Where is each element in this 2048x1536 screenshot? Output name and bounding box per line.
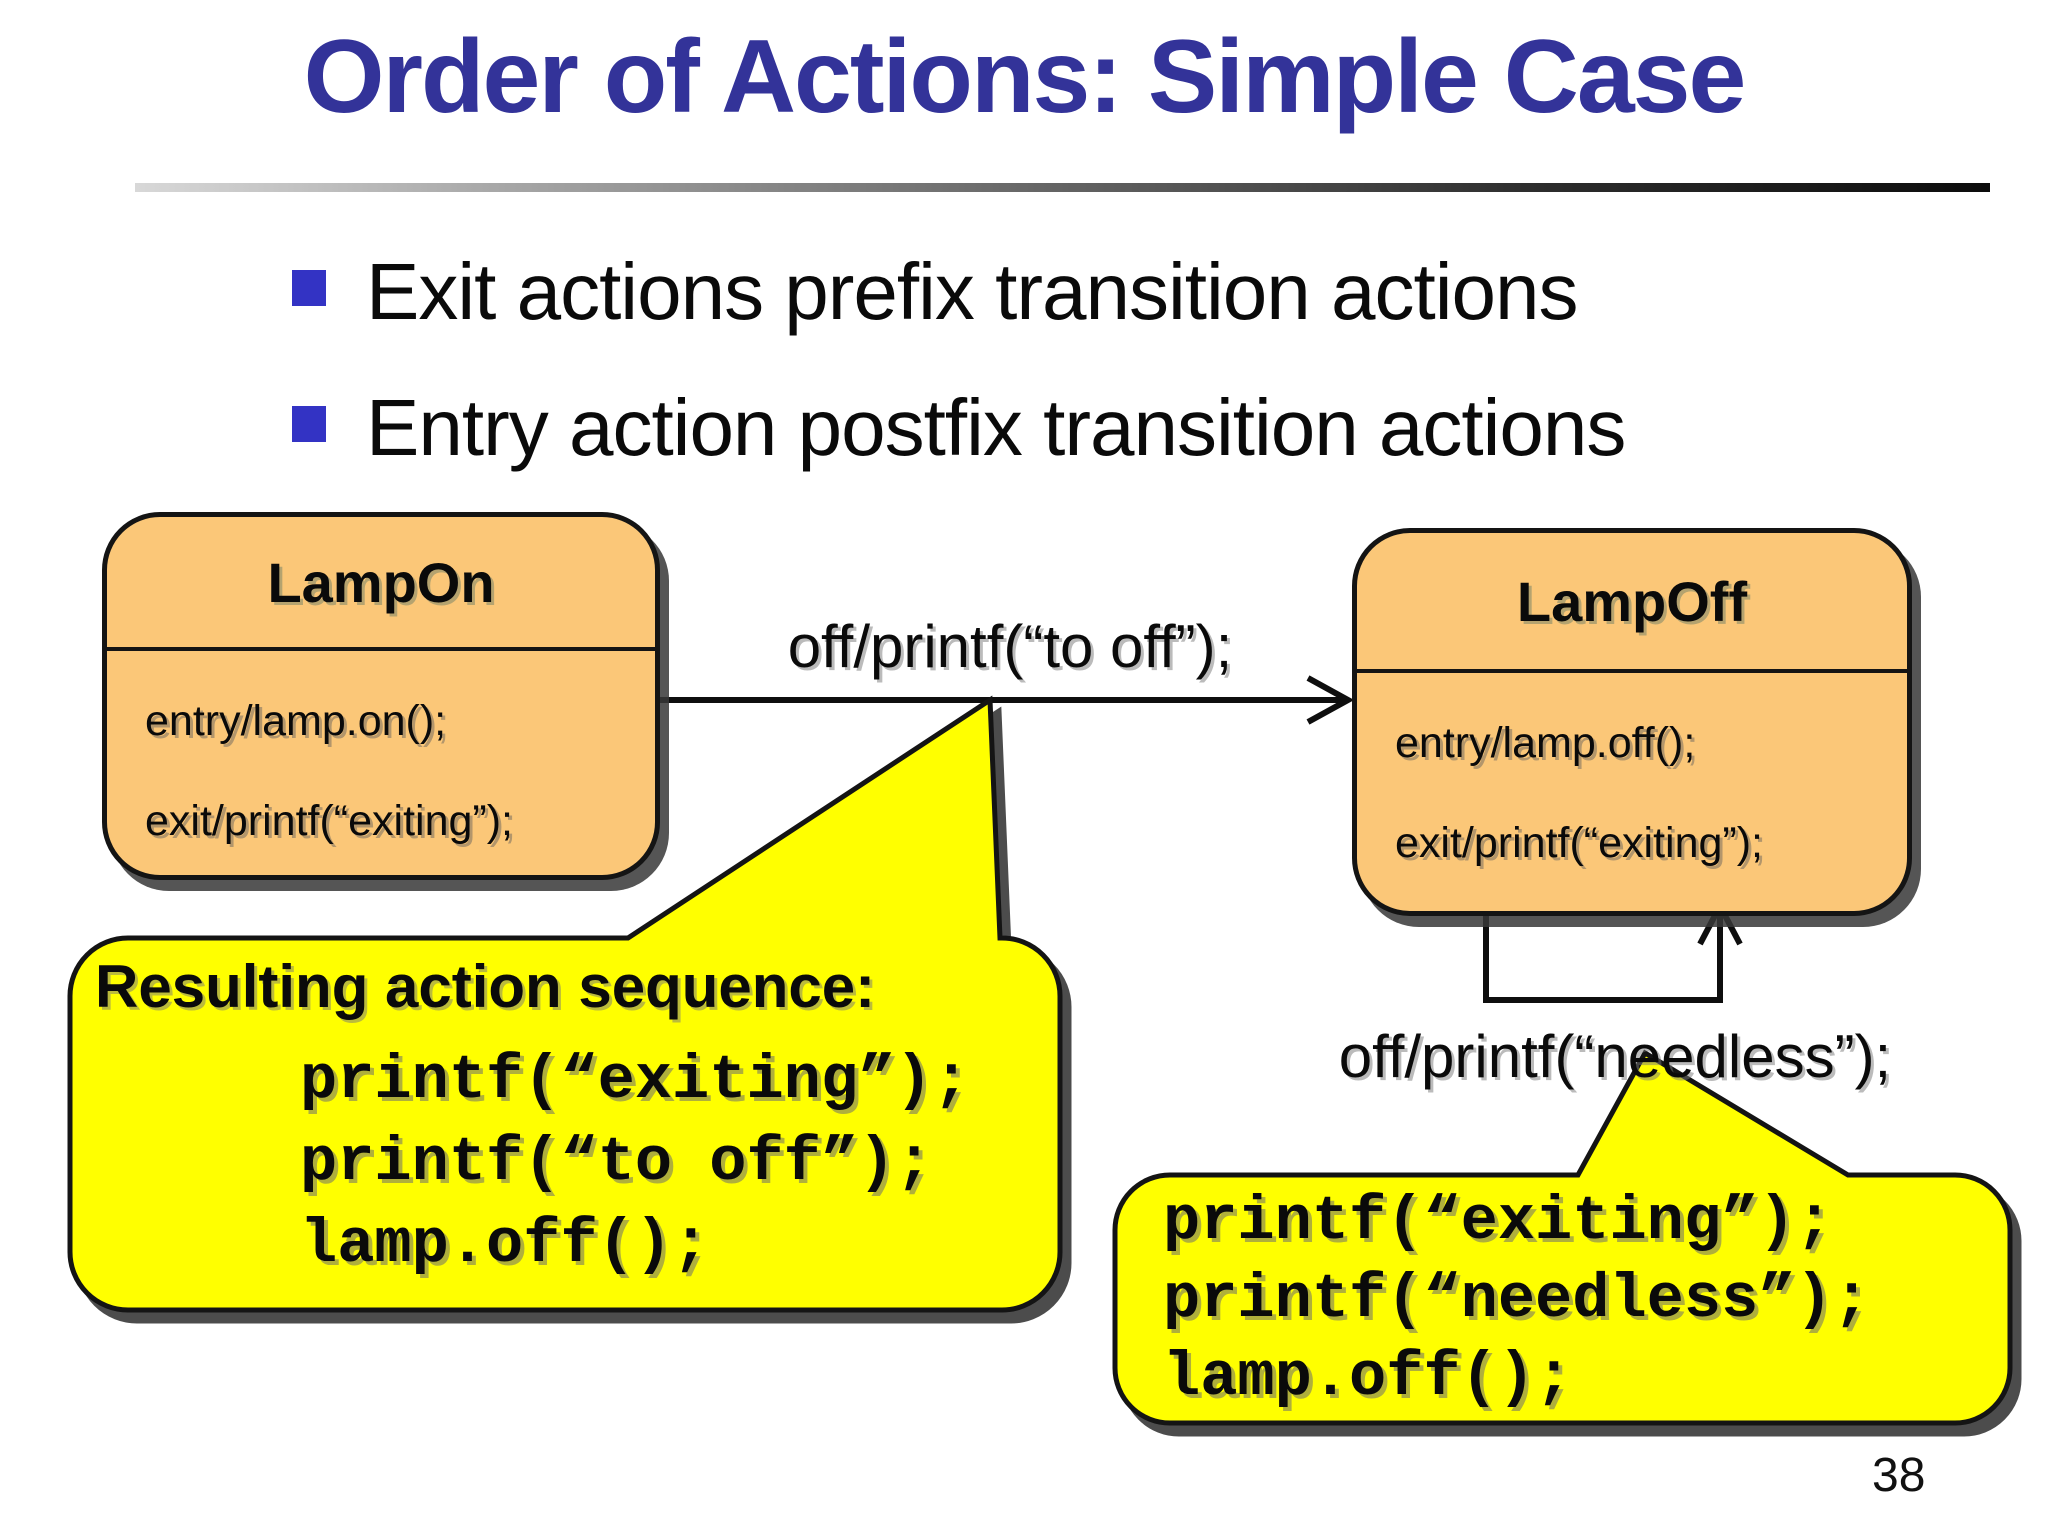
- title-underline-rule: [135, 183, 1990, 192]
- slide-title: Order of Actions: Simple Case: [303, 19, 1747, 135]
- bullet-text: Exit actions prefix transition actions: [366, 247, 1578, 336]
- state-actions: entry/lamp.on(); exit/printf(“exiting”);: [107, 651, 655, 871]
- exit-action: exit/printf(“exiting”);: [1395, 819, 1763, 867]
- self-sequence-callout-bubble: [1112, 1049, 2013, 1426]
- bullet-item: Entry action postfix transition actions: [292, 383, 1626, 472]
- entry-action: entry/lamp.off();: [1395, 719, 1696, 767]
- self-sequence-code: printf(“exiting”); printf(“needless”); l…: [1163, 1183, 1870, 1417]
- code-line: printf(“needless”);: [1163, 1264, 1870, 1335]
- state-box-lampon: LampOn entry/lamp.on(); exit/printf(“exi…: [102, 512, 660, 880]
- transition-arrowhead-icon: [1306, 675, 1355, 725]
- self-transition-arrow: [1483, 903, 1723, 1003]
- state-actions: entry/lamp.off(); exit/printf(“exiting”)…: [1357, 673, 1907, 893]
- page-number: 38: [1872, 1449, 1926, 1502]
- bullet-list: Exit actions prefix transition actions E…: [292, 250, 1626, 522]
- result-sequence-heading: Resulting action sequence:: [95, 953, 876, 1020]
- code-line: printf(“exiting”);: [1163, 1186, 1833, 1257]
- code-line: printf(“exiting”);: [300, 1045, 970, 1116]
- bullet-square-icon: [292, 406, 326, 442]
- code-line: printf(“to off”);: [300, 1127, 933, 1198]
- result-sequence-code: printf(“exiting”); printf(“to off”); lam…: [300, 1040, 970, 1286]
- exit-action: exit/printf(“exiting”);: [145, 797, 513, 845]
- code-line: lamp.off();: [300, 1209, 710, 1280]
- bullet-item: Exit actions prefix transition actions: [292, 250, 1625, 334]
- state-name: LampOff: [1357, 533, 1907, 673]
- self-transition-label: off/printf(“needless”);: [1338, 1023, 1892, 1090]
- bullet-square-icon: [292, 270, 326, 306]
- transition-label: off/printf(“to off”);: [787, 613, 1233, 680]
- state-box-lampoff: LampOff entry/lamp.off(); exit/printf(“e…: [1352, 528, 1912, 916]
- bullet-text: Entry action postfix transition actions: [366, 383, 1626, 472]
- code-line: lamp.off();: [1163, 1342, 1573, 1413]
- result-sequence-callout-bubble: [67, 695, 1063, 1313]
- entry-action: entry/lamp.on();: [145, 697, 447, 745]
- state-name: LampOn: [107, 517, 655, 651]
